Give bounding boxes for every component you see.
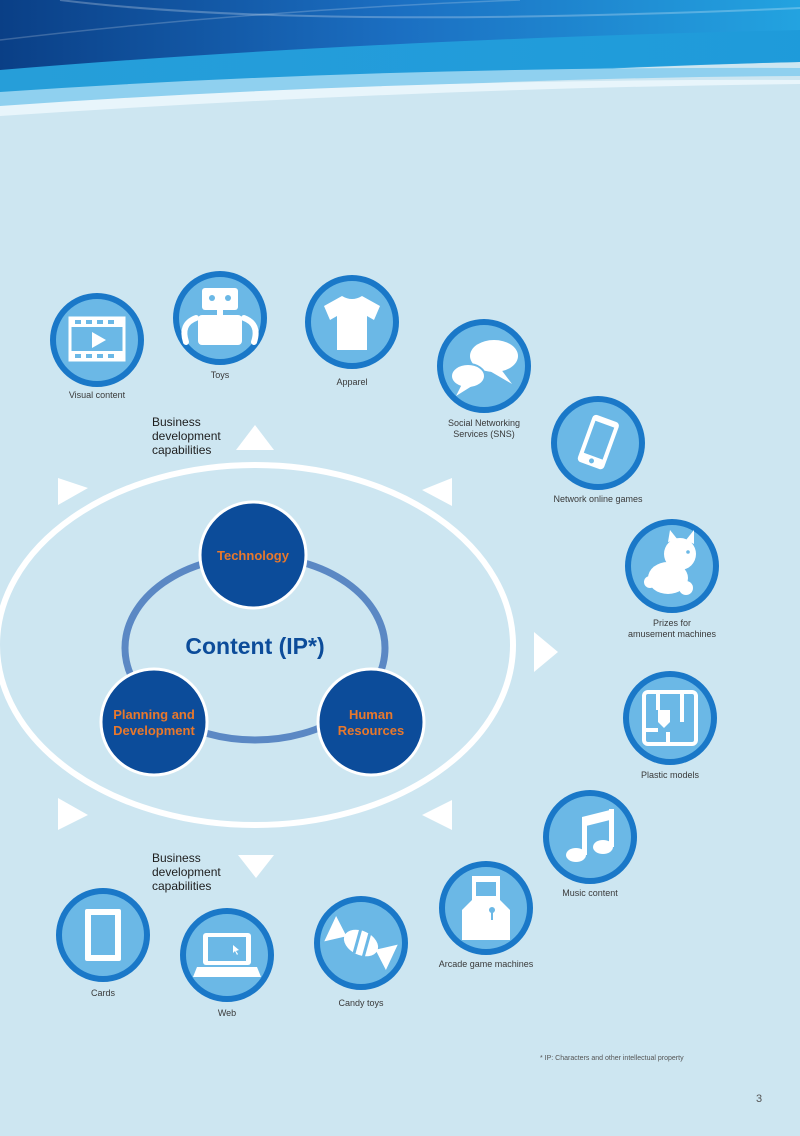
content-title: Content (IP*) <box>185 633 324 659</box>
header-banner <box>0 0 800 116</box>
film-icon <box>50 293 144 387</box>
label-online-games: Network online games <box>553 494 643 504</box>
label-arcade: Arcade game machines <box>438 959 534 969</box>
robot-icon <box>173 271 267 365</box>
label-plastic-models: Plastic models <box>640 770 700 780</box>
model-kit-icon <box>623 671 717 765</box>
label-music: Music content <box>562 888 618 898</box>
outer-ellipse <box>0 462 516 828</box>
arrow-right <box>534 632 558 672</box>
page-number: 3 <box>756 1093 763 1105</box>
arrow-upper-right <box>422 478 452 506</box>
planning-label-line1: Planning and <box>113 707 195 722</box>
smartphone-icon <box>551 396 645 490</box>
human-label-line2: Resources <box>338 723 404 738</box>
tshirt-icon <box>305 275 399 369</box>
arrow-lower-left <box>58 798 88 830</box>
cat-plush-icon <box>625 519 719 613</box>
business-label-bottom: Business development capabilities <box>152 851 221 893</box>
arrow-down <box>238 855 274 878</box>
business-label-top: Business development capabilities <box>152 415 221 457</box>
capability-planning: Planning and Development <box>99 667 209 777</box>
product-icons <box>50 271 719 1002</box>
candy-icon <box>314 896 408 990</box>
footnote: * IP: Characters and other intellectual … <box>540 1055 684 1062</box>
label-toys: Toys <box>210 370 230 380</box>
planning-label-line2: Development <box>113 723 195 738</box>
capability-technology: Technology <box>198 500 308 610</box>
arcade-cabinet-icon <box>439 861 533 955</box>
label-cards: Cards <box>90 988 116 998</box>
label-candy-toys: Candy toys <box>338 998 384 1008</box>
label-visual-content: Visual content <box>68 390 126 400</box>
arrow-lower-right <box>422 800 452 830</box>
human-label-line1: Human <box>349 707 393 722</box>
arrow-up <box>236 425 274 450</box>
capability-human-resources: Human Resources <box>316 667 426 777</box>
label-apparel: Apparel <box>336 377 368 387</box>
label-web: Web <box>217 1008 237 1018</box>
music-note-icon <box>543 790 637 884</box>
speech-bubbles-icon <box>437 319 531 413</box>
card-icon <box>56 888 150 982</box>
laptop-icon <box>180 908 274 1002</box>
technology-label: Technology <box>217 548 290 563</box>
arrow-upper-left <box>58 478 88 505</box>
direction-arrows <box>58 425 558 878</box>
